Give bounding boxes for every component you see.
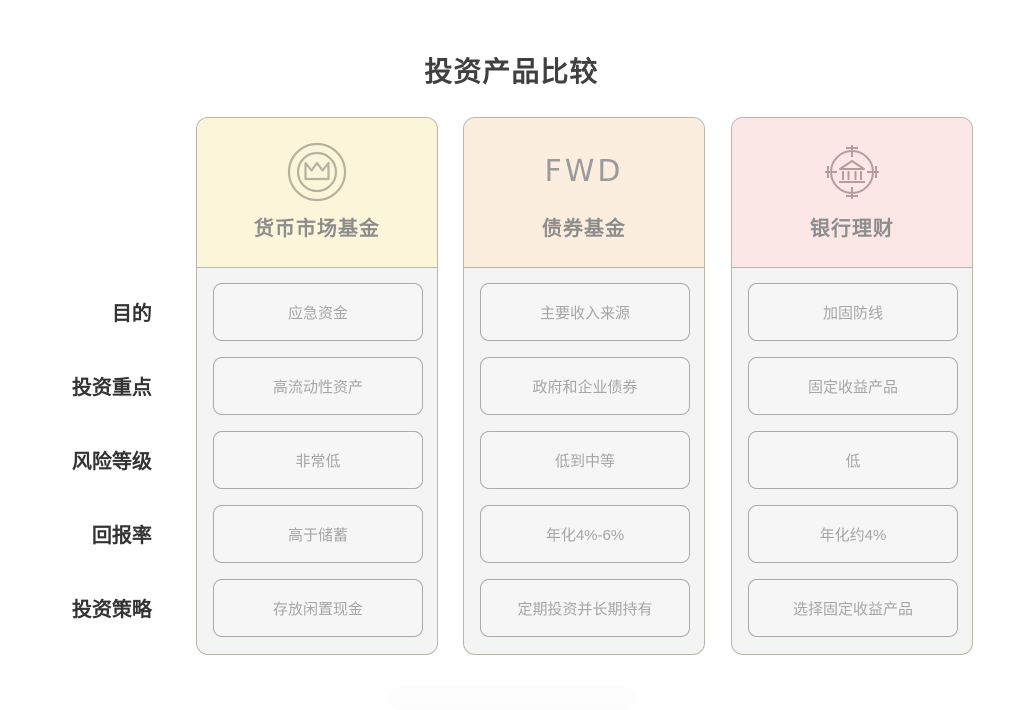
column-title-bank-wealth: 银行理财 [810,218,894,240]
cell-mmf-strategy[interactable]: 存放闲置现金 [213,579,423,637]
bank-target-icon [820,134,884,210]
row-label-column: 目的 投资重点 风险等级 回报率 投资策略 [0,117,180,657]
column-title-bond-fund: 债券基金 [542,218,626,240]
cell-mmf-purpose[interactable]: 应急资金 [213,283,423,341]
fwd-wordmark-logo: FWD [544,134,623,210]
cell-bond-focus[interactable]: 政府和企业债券 [480,357,690,415]
cell-mmf-return[interactable]: 高于储蓄 [213,505,423,563]
product-column-bank-wealth[interactable]: 银行理财 加固防线 固定收益产品 低 年化约4% 选择固定收益产品 [731,117,973,655]
page-title: 投资产品比较 [424,56,599,87]
column-header-bank-wealth: 银行理财 [732,118,972,268]
column-body-money-market-fund: 应急资金 高流动性资产 非常低 高于储蓄 存放闲置现金 [197,269,437,654]
fwd-logo-text: FWD [544,154,624,189]
cell-bond-return[interactable]: 年化4%-6% [480,505,690,563]
row-label-strategy: 投资策略 [72,599,152,621]
product-column-money-market-fund[interactable]: 货币市场基金 应急资金 高流动性资产 非常低 高于储蓄 存放闲置现金 [196,117,438,655]
product-column-bond-fund[interactable]: FWD 债券基金 主要收入来源 政府和企业债券 低到中等 年化4%-6% 定期投… [463,117,705,655]
row-label-purpose: 目的 [112,303,152,325]
cell-bank-purpose[interactable]: 加固防线 [748,283,958,341]
cell-bond-risk[interactable]: 低到中等 [480,431,690,489]
row-label-focus: 投资重点 [72,377,152,399]
cell-bank-focus[interactable]: 固定收益产品 [748,357,958,415]
cell-mmf-risk[interactable]: 非常低 [213,431,423,489]
row-label-risk: 风险等级 [72,451,152,473]
column-title-money-market-fund: 货币市场基金 [254,218,380,240]
cell-bond-strategy[interactable]: 定期投资并长期持有 [480,579,690,637]
cell-bank-strategy[interactable]: 选择固定收益产品 [748,579,958,637]
row-label-return: 回报率 [92,525,152,547]
column-header-money-market-fund: 货币市场基金 [197,118,437,268]
cell-bond-purpose[interactable]: 主要收入来源 [480,283,690,341]
column-body-bond-fund: 主要收入来源 政府和企业债券 低到中等 年化4%-6% 定期投资并长期持有 [464,269,704,654]
cell-bank-return[interactable]: 年化约4% [748,505,958,563]
comparison-board: 目的 投资重点 风险等级 回报率 投资策略 货币市场基金 应急资金 高流动性资产… [0,117,1023,657]
cell-mmf-focus[interactable]: 高流动性资产 [213,357,423,415]
partial-bottom-card [389,686,636,710]
cell-bank-risk[interactable]: 低 [748,431,958,489]
coin-m-icon [286,134,348,210]
column-header-bond-fund: FWD 债券基金 [464,118,704,268]
column-body-bank-wealth: 加固防线 固定收益产品 低 年化约4% 选择固定收益产品 [732,269,972,654]
